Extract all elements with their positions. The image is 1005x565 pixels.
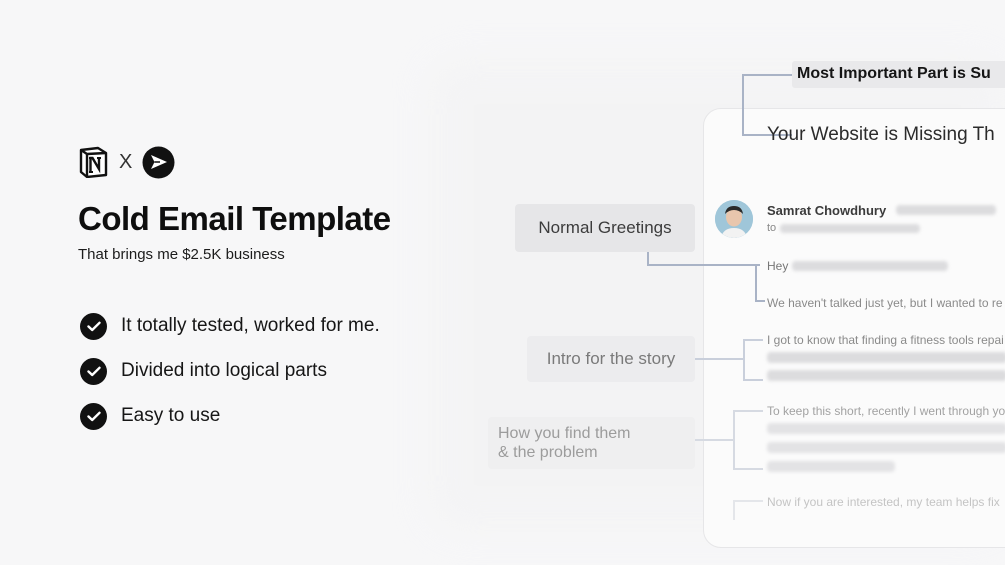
checkmark-icon bbox=[80, 357, 107, 385]
connector-line bbox=[695, 358, 743, 360]
email-subject: Your Website is Missing Th bbox=[767, 124, 995, 145]
text-placeholder-bar bbox=[767, 442, 1005, 453]
to-label: to bbox=[767, 222, 777, 234]
email-line: Now if you are interested, my team helps… bbox=[767, 495, 1000, 509]
notion-logo-icon bbox=[79, 146, 108, 178]
connector-line bbox=[647, 252, 760, 266]
page-subtitle: That brings me $2.5K business bbox=[78, 246, 285, 263]
label-find-line: & the problem bbox=[498, 444, 598, 461]
feature-text: Easy to use bbox=[121, 405, 221, 426]
hero-section: X Cold Email Template That brings me $2.… bbox=[78, 146, 458, 263]
feature-text: It totally tested, worked for me. bbox=[121, 315, 380, 336]
email-line: We haven't talked just yet, but I wanted… bbox=[767, 296, 1003, 310]
checkmark-icon bbox=[80, 312, 107, 340]
label-intro-story: Intro for the story bbox=[527, 336, 695, 382]
text-placeholder-bar bbox=[767, 352, 1005, 363]
greeting-name-redacted bbox=[792, 261, 948, 271]
feature-item: It totally tested, worked for me. bbox=[80, 310, 380, 342]
email-preview-card bbox=[703, 108, 1005, 548]
send-logo-icon bbox=[142, 146, 175, 178]
avatar bbox=[715, 200, 753, 238]
text-placeholder-bar bbox=[767, 461, 895, 472]
email-greeting: Hey bbox=[767, 259, 789, 273]
recipient-redacted bbox=[780, 224, 920, 233]
logo-row: X bbox=[78, 146, 458, 178]
email-line: I got to know that finding a fitness too… bbox=[767, 333, 1004, 347]
feature-item: Easy to use bbox=[80, 400, 380, 432]
logo-separator: X bbox=[119, 150, 133, 173]
connector-line bbox=[695, 439, 733, 441]
connector-line bbox=[742, 74, 792, 136]
label-find-line: How you find them bbox=[498, 425, 631, 442]
sender-name: Samrat Chowdhury bbox=[767, 203, 887, 218]
important-callout: Most Important Part is Su bbox=[792, 61, 1005, 88]
email-line: To keep this short, recently I went thro… bbox=[767, 404, 1005, 418]
connector-line bbox=[743, 339, 763, 381]
sender-email-redacted bbox=[896, 205, 996, 215]
page-title: Cold Email Template bbox=[78, 200, 391, 237]
feature-item: Divided into logical parts bbox=[80, 355, 380, 387]
connector-line bbox=[733, 410, 763, 470]
connector-line bbox=[733, 500, 763, 520]
label-find-problem: How you find them & the problem bbox=[488, 417, 695, 469]
text-placeholder-bar bbox=[767, 423, 1005, 434]
checkmark-icon bbox=[80, 402, 107, 430]
connector-line bbox=[755, 266, 765, 302]
feature-list: It totally tested, worked for me. Divide… bbox=[80, 310, 380, 445]
feature-text: Divided into logical parts bbox=[121, 360, 327, 381]
text-placeholder-bar bbox=[767, 370, 1005, 381]
label-normal-greetings: Normal Greetings bbox=[515, 204, 695, 252]
